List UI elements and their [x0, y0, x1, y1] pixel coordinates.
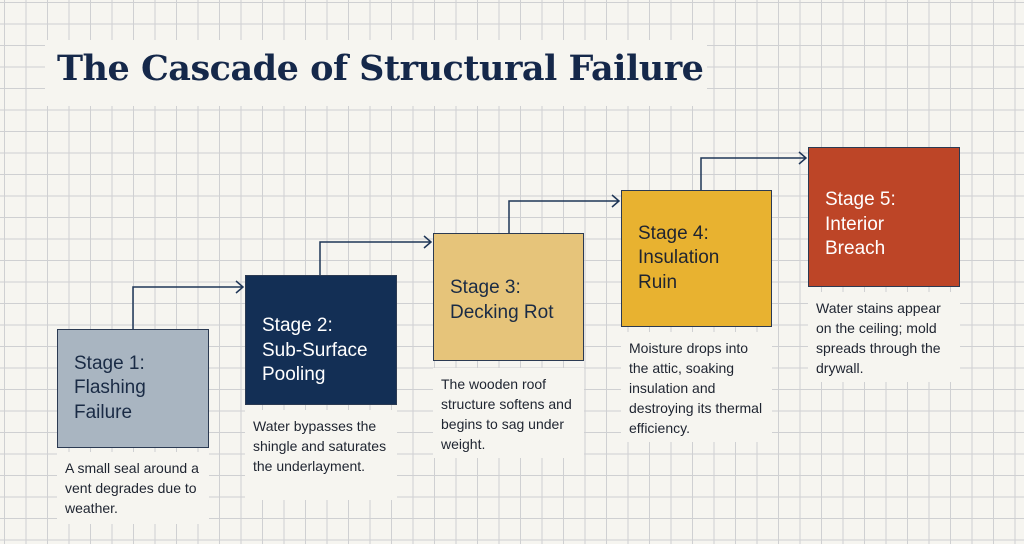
arrow-1-to-2: [132, 280, 245, 329]
stage-2-description: Water bypasses the shingle and saturates…: [245, 410, 397, 500]
stage-2-title-cont: Pooling: [262, 364, 326, 385]
stage-2-box: Stage 2: Sub-Surface Pooling: [245, 275, 397, 405]
stage-3-description: The wooden roof structure softens and be…: [433, 368, 584, 458]
page-title: The Cascade of Structural Failure: [57, 48, 704, 89]
stage-4-title: Insulation: [638, 247, 720, 269]
stage-5-label: Stage 5:: [825, 189, 896, 210]
stage-5-description: Water stains appear on the ceiling; mold…: [808, 292, 960, 382]
stage-5-title-cont: Breach: [825, 238, 886, 259]
stage-5-title: Interior: [825, 213, 885, 235]
stage-1-label: Stage 1:: [74, 352, 145, 374]
stage-1-description: A small seal around a vent degrades due …: [57, 452, 209, 524]
stage-2-label: Stage 2:: [262, 315, 333, 336]
stage-3-box: Stage 3: Decking Rot: [433, 233, 584, 361]
stage-4-title-cont: Ruin: [638, 271, 678, 293]
arrow-3-to-4: [508, 194, 621, 233]
stage-2-title: Sub-Surface: [262, 339, 368, 361]
stage-4-label: Stage 4:: [638, 222, 709, 244]
arrow-2-to-3: [319, 235, 433, 275]
stage-4-box: Stage 4: Insulation Ruin: [621, 190, 772, 327]
stage-1-title-cont: Failure: [74, 401, 133, 423]
stage-1-title: Flashing: [74, 377, 146, 399]
arrow-4-to-5: [700, 151, 808, 190]
stage-1-box: Stage 1: Flashing Failure: [57, 329, 209, 448]
stage-5-box: Stage 5: Interior Breach: [808, 147, 960, 287]
stage-3-label: Stage 3:: [450, 277, 521, 298]
stage-3-title: Decking Rot: [450, 301, 554, 323]
title-background: [45, 40, 707, 106]
stage-4-description: Moisture drops into the attic, soaking i…: [621, 332, 772, 442]
